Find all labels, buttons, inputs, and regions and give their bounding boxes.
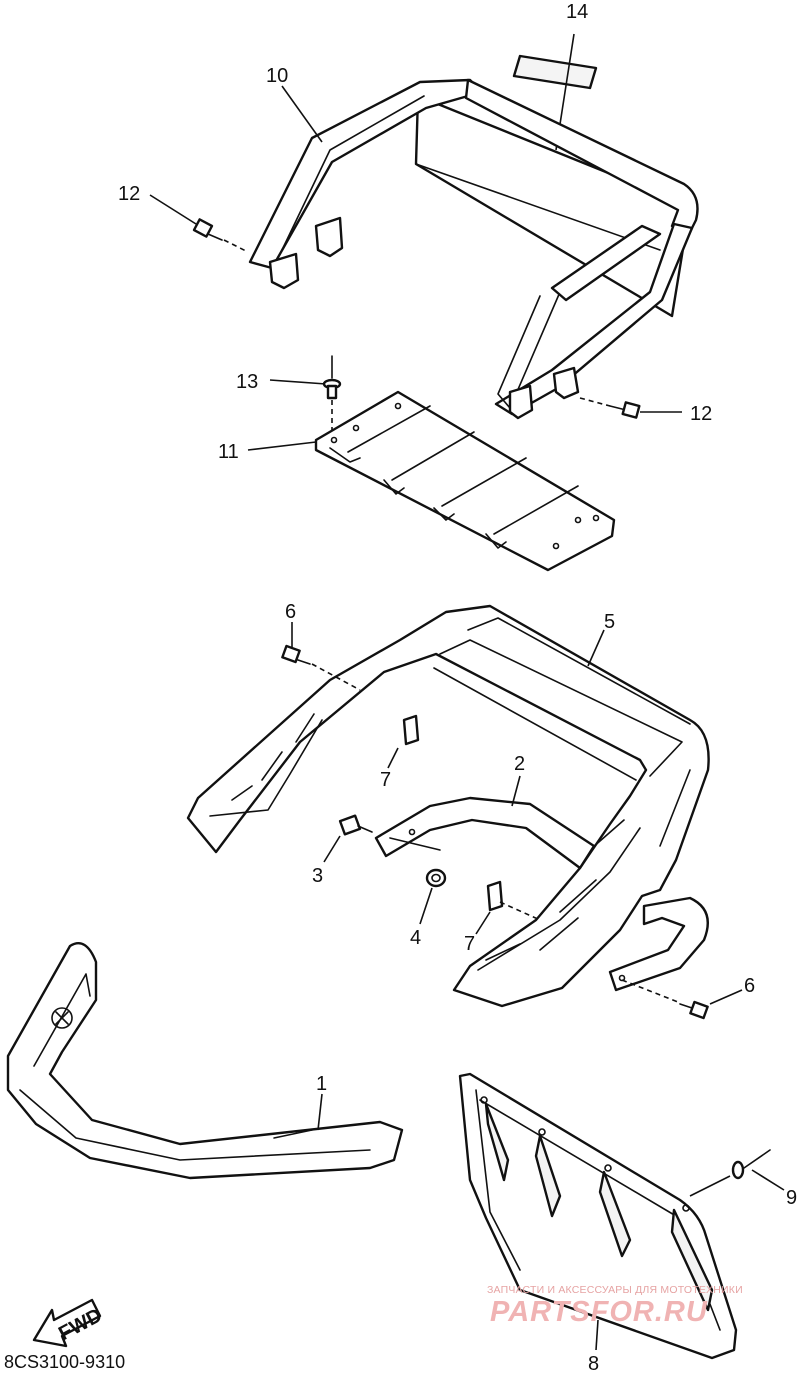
callout-6-upper: 6 — [285, 601, 296, 623]
callout-12-right: 12 — [690, 403, 712, 425]
watermark-brand: PARTSFOR.RU — [490, 1296, 708, 1328]
part-1-bumper — [6, 942, 404, 1180]
callout-10: 10 — [266, 65, 288, 87]
part-7-clip-upper — [387, 714, 420, 769]
callout-6-lower: 6 — [744, 975, 755, 997]
fwd-direction-arrow: FWD — [32, 1298, 106, 1348]
part-12-bolt-right — [579, 397, 682, 419]
callout-4: 4 — [410, 927, 421, 949]
watermark-tagline: ЗАПЧАСТИ И АКСЕССУАРЫ ДЛЯ МОТОТЕХНИКИ — [487, 1284, 743, 1296]
drawing-code: 8CS3100-9310 — [4, 1352, 126, 1372]
part-6-bolt-upper — [281, 622, 361, 691]
part-12-bolt-left — [149, 194, 249, 253]
callout-7-upper: 7 — [380, 769, 391, 791]
part-8-mud-flap — [458, 1072, 738, 1360]
callout-3: 3 — [312, 865, 323, 887]
part-3-bolt — [323, 814, 373, 863]
callout-5: 5 — [604, 611, 615, 633]
callout-1: 1 — [316, 1073, 327, 1095]
part-5-carrier — [186, 604, 710, 1008]
callout-13: 13 — [236, 371, 258, 393]
callout-7-lower: 7 — [464, 933, 475, 955]
part-9-rivet — [689, 1149, 785, 1197]
part-6-bolt-lower — [621, 979, 743, 1020]
callout-14: 14 — [566, 1, 588, 23]
callout-8: 8 — [588, 1353, 599, 1375]
part-2-lower-frame — [374, 775, 709, 992]
part-10-rack-frame — [248, 78, 699, 420]
callout-2: 2 — [514, 753, 525, 775]
callout-labels: 14 10 12 12 13 11 6 5 7 2 3 4 7 6 1 9 8 — [118, 1, 797, 1375]
callout-12-left: 12 — [118, 183, 140, 205]
part-11-floor-plate — [247, 390, 616, 572]
part-7-clip-lower — [475, 880, 541, 935]
part-13-rivet — [269, 355, 342, 430]
callout-11: 11 — [218, 441, 239, 463]
callout-9: 9 — [786, 1187, 797, 1209]
part-4-nut — [419, 868, 447, 925]
